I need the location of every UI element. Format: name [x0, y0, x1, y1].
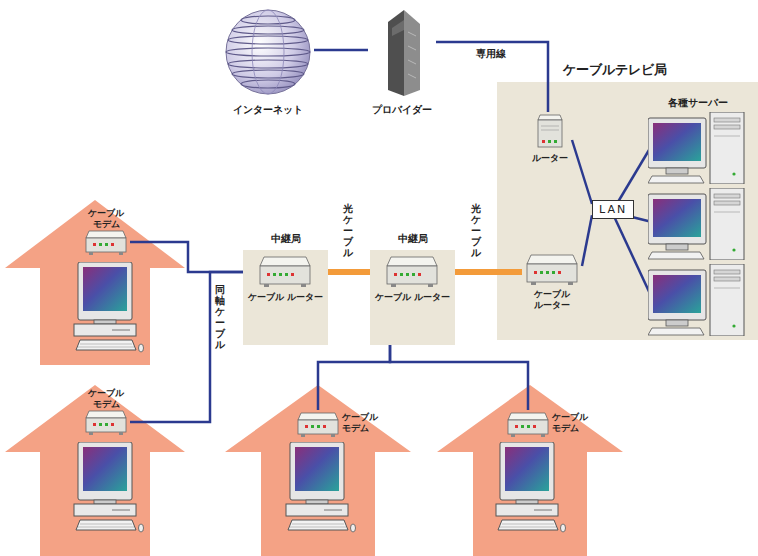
- pc-icon: [74, 442, 144, 532]
- modem-icon: [86, 411, 126, 435]
- cable-router-icon: [527, 255, 577, 285]
- cable-line: [572, 140, 592, 204]
- pc-icon: [74, 262, 144, 352]
- relay-ground: [370, 250, 455, 345]
- internet-node: インターネット: [222, 4, 314, 120]
- edge-label: 光ケーブル: [343, 203, 353, 258]
- router-icon: [538, 115, 562, 147]
- lan-box: LAN: [592, 200, 634, 219]
- globe-icon: [226, 10, 310, 94]
- node-label: ケーブルテレビ局: [563, 62, 703, 78]
- node-label: インターネット: [222, 104, 314, 116]
- cable-line: [436, 42, 548, 112]
- pc-icon: [496, 442, 566, 532]
- group-label: 各種サーバー: [668, 97, 728, 109]
- server-icon: [648, 264, 744, 336]
- house: [225, 385, 411, 556]
- node-label: ケーブル ルーター: [243, 292, 328, 303]
- cable-router-icon: [260, 257, 310, 287]
- lan-wire: [612, 145, 652, 298]
- box-label: LAN: [599, 203, 627, 216]
- edge-label: 光ケーブル: [471, 203, 481, 258]
- provider-node: プロバイダー: [368, 4, 436, 120]
- cable-line: [582, 215, 592, 266]
- relay-station: 中継局ケーブル ルーター: [243, 250, 328, 345]
- optical-cable: [328, 269, 370, 275]
- modem-box: ケーブル モデム: [506, 410, 598, 440]
- modem-box: ケーブル モデム: [82, 388, 130, 436]
- cable-line: [390, 345, 528, 410]
- optical-cable: [455, 269, 522, 275]
- modem-icon: [298, 413, 338, 437]
- modem-icon: [86, 231, 126, 255]
- modem-icon: [508, 413, 548, 437]
- node-label: プロバイダー: [368, 104, 436, 116]
- server-icon: [648, 112, 744, 184]
- pc-icon: [286, 442, 356, 532]
- cable-line: [318, 345, 390, 410]
- cable-router-box: ケーブル ルーター: [522, 252, 582, 318]
- node-heading: 中継局: [243, 233, 328, 245]
- house: [437, 385, 623, 556]
- node-label: ケーブル モデム: [342, 412, 388, 434]
- relay-ground: [243, 250, 328, 345]
- cable-line: [130, 272, 243, 422]
- node-label: ルーター: [528, 153, 572, 164]
- house: [5, 200, 185, 365]
- station-ground: [497, 82, 758, 340]
- server-icon: [648, 188, 744, 260]
- edge-label: 同軸ケーブル: [215, 284, 225, 350]
- relay-station: 中継局ケーブル ルーター: [370, 250, 455, 345]
- building-icon: [388, 10, 420, 96]
- router-box: ルーター: [528, 112, 572, 168]
- station-region: ケーブルテレビ局ルーターLANケーブル ルーター: [497, 82, 758, 340]
- house: [5, 385, 185, 556]
- modem-box: ケーブル モデム: [82, 208, 130, 256]
- modem-box: ケーブル モデム: [296, 410, 388, 440]
- node-label: ケーブル モデム: [82, 208, 130, 230]
- node-label: ケーブル ルーター: [522, 289, 582, 311]
- node-label: ケーブル ルーター: [370, 292, 455, 303]
- edge-label: 専用線: [476, 48, 506, 60]
- node-label: ケーブル モデム: [82, 388, 130, 410]
- node-label: ケーブル モデム: [552, 412, 598, 434]
- cable-router-icon: [387, 257, 437, 287]
- cable-line: [314, 49, 368, 52]
- cable-line: [130, 242, 243, 272]
- node-heading: 中継局: [370, 233, 455, 245]
